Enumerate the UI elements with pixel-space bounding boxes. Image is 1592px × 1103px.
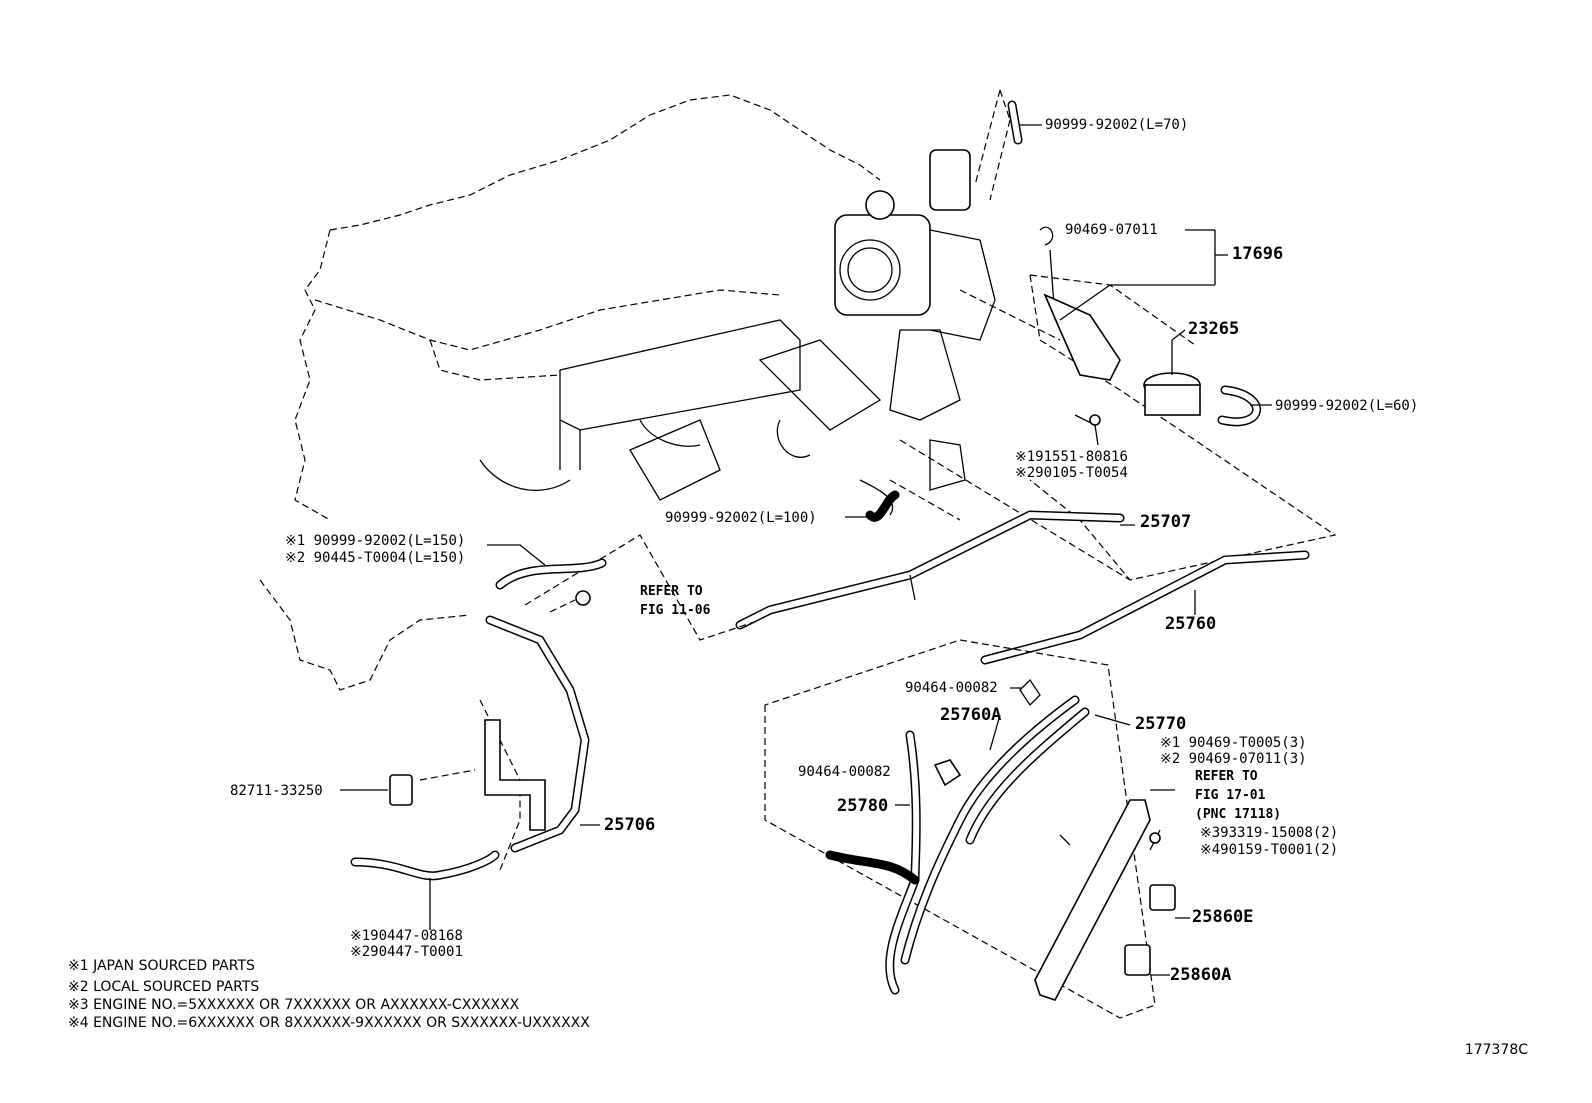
label-refer-to-17: REFER TO [1195, 769, 1258, 784]
label-hose-l150-japan: ※1 90999-92002(L=150) [285, 533, 466, 549]
label-25760A: 25760A [940, 705, 1002, 725]
label-17696: 17696 [1232, 244, 1284, 264]
label-fig-11-06: FIG 11-06 [640, 603, 711, 618]
note-japan-sourced: ※1 JAPAN SOURCED PARTS [68, 958, 255, 974]
label-23265: 23265 [1188, 319, 1240, 339]
label-clip-t0005: ※1 90469-T0005(3) [1160, 735, 1307, 751]
label-490159: ※490159-T0001(2) [1200, 842, 1339, 858]
label-clamp-90464-top: 90464-00082 [905, 680, 998, 696]
note-engine-no-3: ※3 ENGINE NO.=5XXXXXX OR 7XXXXXX OR AXXX… [68, 997, 520, 1013]
label-hose-l60: 90999-92002(L=60) [1275, 398, 1419, 414]
label-25860E: 25860E [1192, 907, 1254, 927]
label-hose-l150-local: ※2 90445-T0004(L=150) [285, 550, 466, 566]
label-25707: 25707 [1140, 512, 1192, 532]
label-393319: ※393319-15008(2) [1200, 825, 1339, 841]
label-bolt-90105: ※290105-T0054 [1015, 465, 1128, 481]
label-clip-90469-07011: 90469-07011 [1065, 222, 1158, 238]
label-25780: 25780 [837, 796, 889, 816]
label-25760: 25760 [1165, 614, 1217, 634]
label-fig-17-01: FIG 17-01 [1195, 788, 1266, 803]
drawing-code: 177378C [1464, 1042, 1528, 1058]
label-refer-to: REFER TO [640, 584, 703, 599]
label-bolt-91551: ※191551-80816 [1015, 449, 1128, 465]
note-engine-no-4: ※4 ENGINE NO.=6XXXXXX OR 8XXXXXX-9XXXXXX… [68, 1015, 590, 1031]
label-25860A: 25860A [1170, 965, 1232, 985]
label-hose-90447-japan: ※190447-08168 [350, 928, 463, 944]
label-clip-82711: 82711-33250 [230, 783, 323, 799]
note-local-sourced: ※2 LOCAL SOURCED PARTS [68, 979, 260, 995]
label-hose-l70: 90999-92002(L=70) [1045, 117, 1189, 133]
label-clamp-90464-lower: 90464-00082 [798, 764, 891, 780]
label-25770: 25770 [1135, 714, 1187, 734]
label-clip-07011-3: ※2 90469-07011(3) [1160, 751, 1307, 767]
label-hose-l100: 90999-92002(L=100) [665, 510, 817, 526]
label-hose-90447-local: ※290447-T0001 [350, 944, 463, 960]
label-25706: 25706 [604, 815, 656, 835]
label-pnc-17118: (PNC 17118) [1195, 807, 1282, 822]
